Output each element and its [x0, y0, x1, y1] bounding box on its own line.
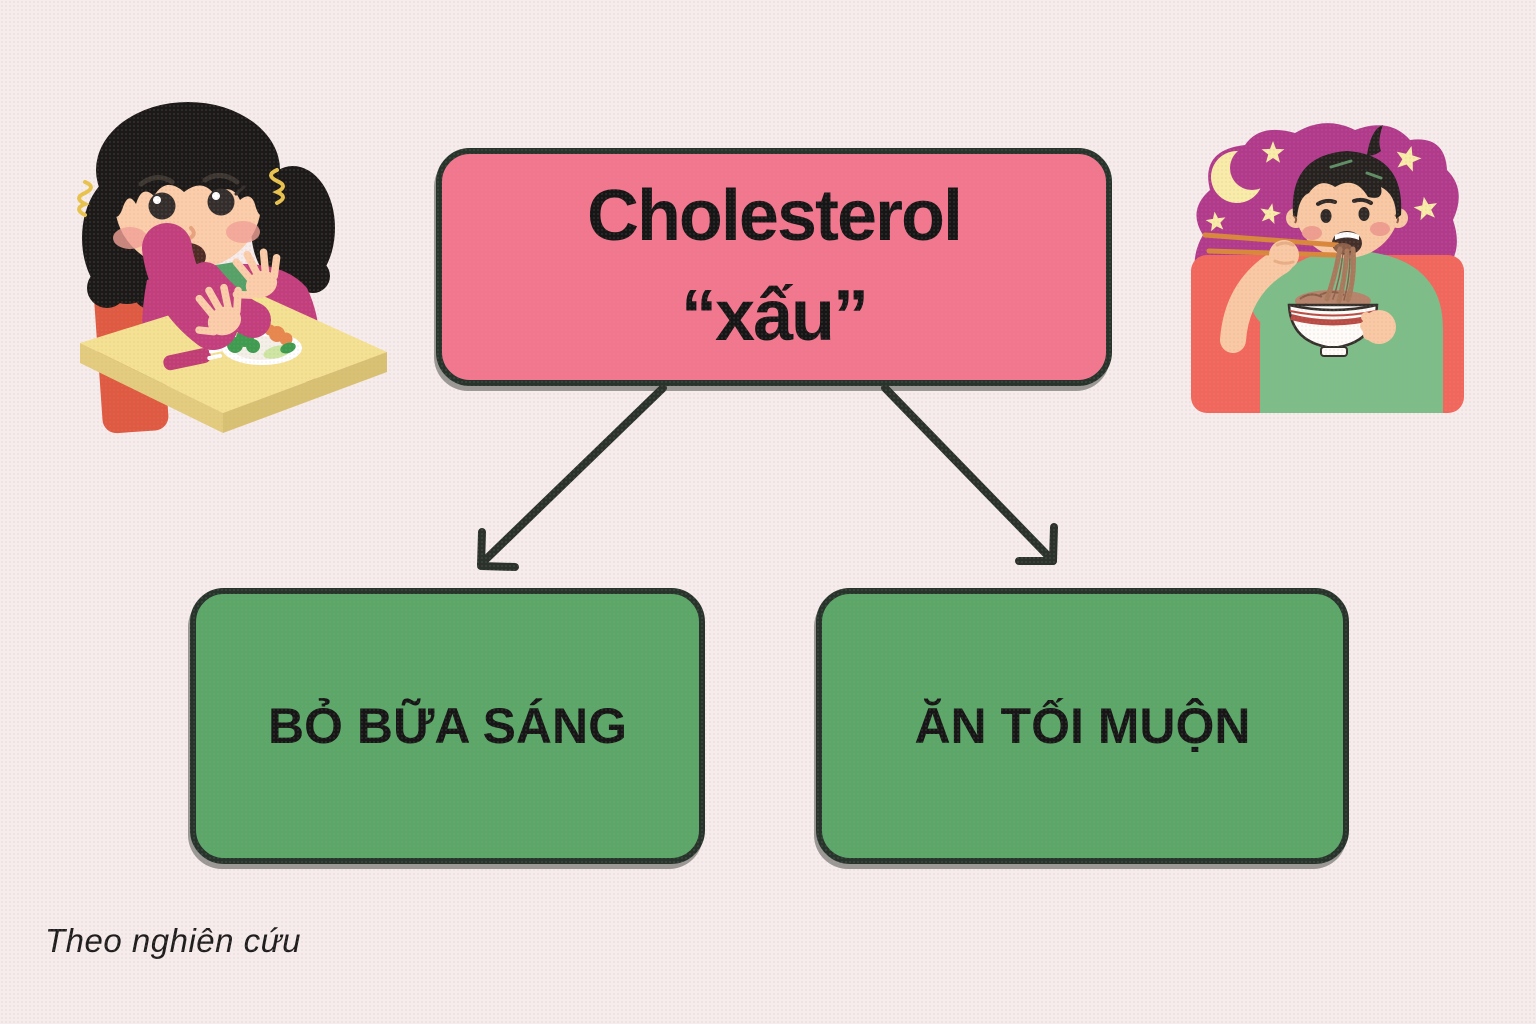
boy-fingers — [1273, 241, 1295, 265]
node-cholesterol-line1: Cholesterol — [586, 176, 963, 257]
node-late-dinner-label: ĂN TỐI MUỘN — [914, 698, 1251, 754]
boy-eating-noodles-illustration — [1191, 123, 1464, 413]
node-skip-breakfast-label: BỎ BỮA SÁNG — [267, 698, 628, 754]
arrow-to-skip-breakfast-icon — [477, 384, 667, 571]
noodles-icon — [1324, 243, 1356, 304]
moon-icon — [1211, 146, 1274, 203]
girl-refusing-food-illustration — [77, 102, 387, 434]
vegetable-plate-icon — [222, 324, 302, 365]
node-late-dinner: ĂN TỐI MUỘN — [816, 588, 1349, 864]
boy-arm — [1220, 248, 1294, 353]
stars-icon — [1205, 141, 1438, 232]
node-cholesterol-line2: “xấu” — [680, 276, 869, 356]
girl-bangs — [109, 132, 267, 217]
node-skip-breakfast: BỎ BỮA SÁNG — [190, 588, 705, 864]
arrow-to-late-dinner-icon — [881, 384, 1058, 565]
footnote: Theo nghiên cứu — [45, 922, 301, 959]
noodle-bowl-icon — [1287, 290, 1379, 357]
boy-hair — [1292, 125, 1402, 219]
boy-hand-bowl — [1360, 310, 1396, 344]
node-cholesterol: Cholesterol “xấu” — [436, 148, 1112, 386]
girl-arms — [142, 223, 281, 350]
boy-ears — [1286, 208, 1408, 228]
hair-accessory-icon — [77, 168, 285, 217]
